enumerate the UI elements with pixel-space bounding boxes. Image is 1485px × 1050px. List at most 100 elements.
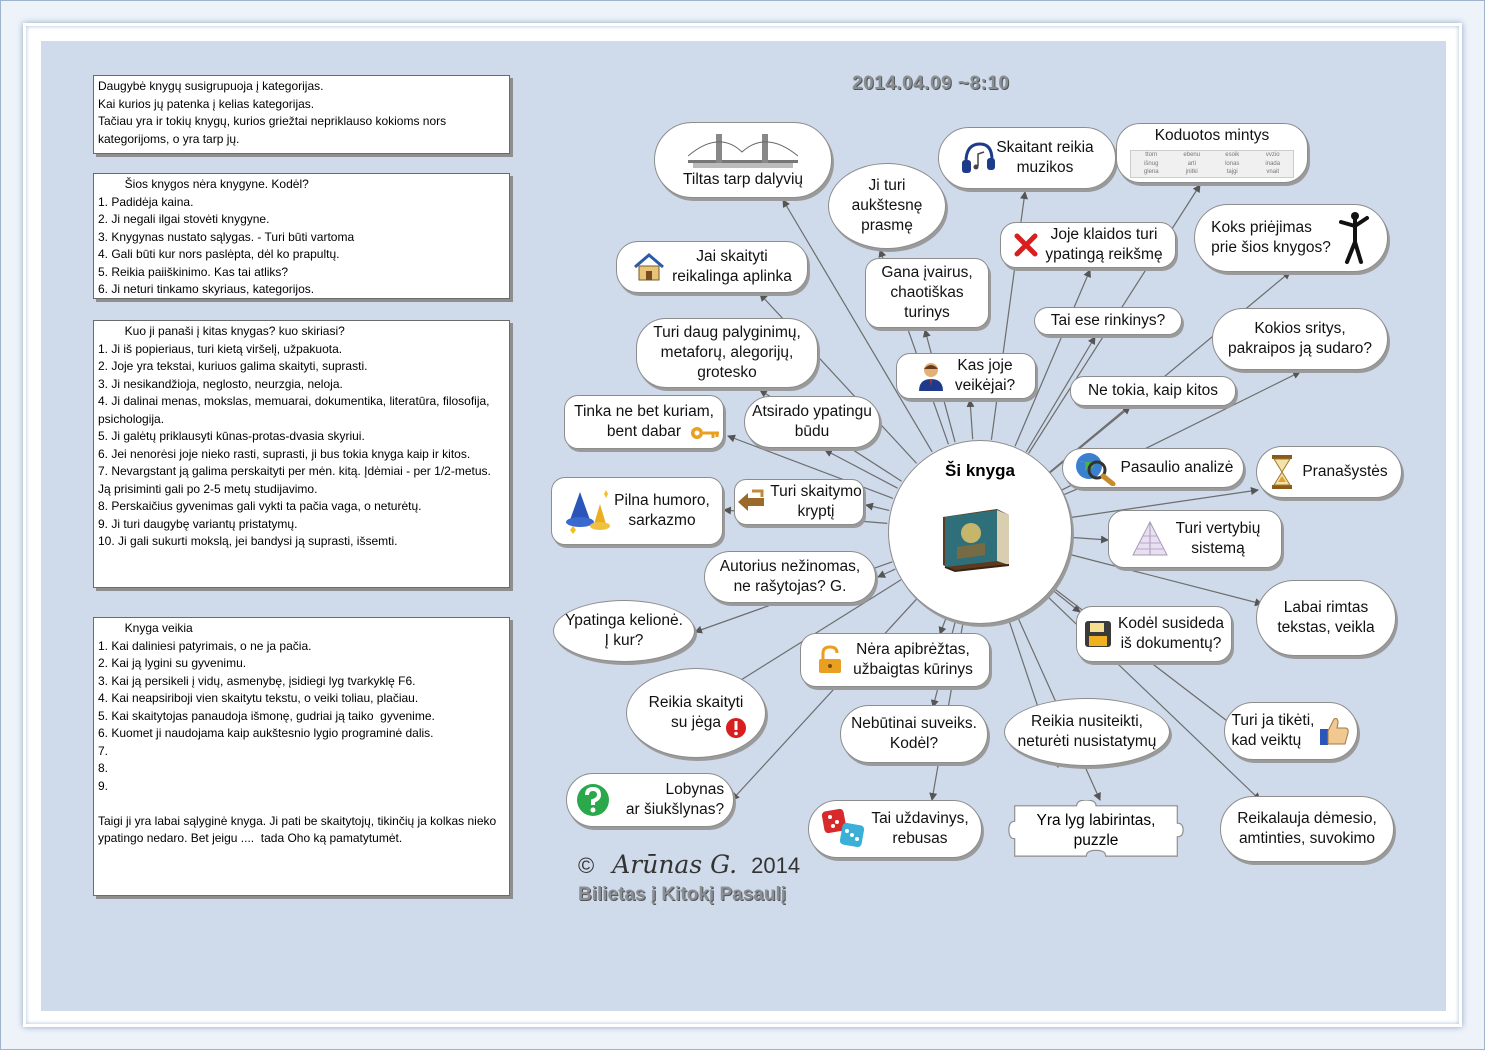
node-be-disposed[interactable]: Reikia nusiteikti, neturėti nusistatymų [1004,698,1170,766]
central-topic-title: Ši knyga [945,461,1015,480]
node-fields[interactable]: Kokios sritys, pakraipos ją sudaro? [1212,308,1388,370]
wizard-icon [566,490,611,534]
connector-line [782,199,933,453]
node-documents[interactable]: Kodėl susideda iš dokumentų? [1076,606,1232,662]
node-world-analysis[interactable]: Pasaulio analizė [1062,448,1244,488]
node-approach-label: Koks priėjimas prie šios knygos? [1211,219,1331,256]
node-not-like-others[interactable]: Ne tokia, kaip kitos [1070,376,1236,406]
code-word: vvzio [1265,152,1280,158]
hourglass-icon [1272,455,1293,489]
key-icon [691,427,719,439]
node-humor[interactable]: Pilna humoro, sarkazmo [551,477,723,545]
code-word: ebenu [1183,152,1201,158]
node-read-with-force[interactable]: Reikia skaityti su jėga [626,668,766,758]
node-prophecies-label: Pranašystės [1302,463,1388,480]
connector-line [824,449,898,489]
node-errors-label: Joje klaidos turi ypatingą reikšmę [1045,226,1163,263]
node-believe-label: Turi ja tikėti, kad veiktų [1231,712,1315,749]
node-not-for-everyone[interactable]: Tinka ne bet kuriam, bent dabar [564,395,724,449]
node-metaphors[interactable]: Turi daug palyginimų, metaforų, alegorij… [636,318,818,388]
node-higher-meaning-label: Ji turi aukštesnę prasmę [851,177,923,234]
connector-line [1067,553,1263,607]
code-word: inada [1265,160,1281,167]
code-word: ttorn [1145,152,1158,158]
copyright-year: 2014 [751,853,801,878]
node-characters[interactable]: Kas joje veikėjai? [896,353,1036,399]
subtitle: Bilietas į Kitokį Pasaulį [578,884,787,905]
node-labyrinth-label: Yra lyg labirintas, puzzle [1036,812,1156,849]
connector-line [731,598,918,801]
question-icon [576,784,609,816]
code-word: arti [1187,160,1196,167]
node-not-like-others-label: Ne tokia, kaip kitos [1087,382,1219,399]
node-essays[interactable]: Tai ese rinkinys? [1034,307,1182,335]
node-world-analysis-label: Pasaulio analizė [1120,459,1234,476]
node-coded-thoughts-label: Koduotos mintys [1154,127,1270,144]
node-environment-label: Jai skaityti reikalinga aplinka [672,248,792,285]
node-fields-label: Kokios sritys, pakraipos ją sudaro? [1228,320,1372,357]
node-believe[interactable]: Turi ja tikėti, kad veiktų [1224,702,1358,760]
dancer-icon [1338,212,1369,264]
date-stamp: 2014.04.09 ~8:10 [852,73,1010,94]
node-special-origin-label: Atsirado ypatingu būdu [752,403,872,440]
node-special-journey-label: Ypatinga kelionė. Į kur? [565,612,683,649]
copyright-symbol: © [578,853,595,878]
node-puzzle-task[interactable]: Tai uždavinys, rebusas [808,800,982,858]
node-labyrinth[interactable]: Yra lyg labirintas, puzzle [1006,800,1186,862]
node-varied-content[interactable]: Gana įvairus, chaotiškas turinys [865,258,989,328]
arrows-icon [738,489,765,511]
node-reading-direction[interactable]: Turi skaitymo kryptį [734,479,864,525]
connector-line [877,568,896,578]
node-characters-label: Kas joje veikėjai? [954,357,1016,394]
node-author-unknown[interactable]: Autorius nežinomas, ne rašytojas? G. [704,551,876,603]
node-special-journey[interactable]: Ypatinga kelionė. Į kur? [553,600,695,662]
code-word: esoik [1225,152,1240,158]
node-higher-meaning[interactable]: Ji turi aukštesnę prasmę [828,163,946,249]
author-signature: Arūnas G. [612,850,738,879]
connector-line [1049,271,1291,473]
node-bridge[interactable]: Tiltas tarp dalyvių [654,122,832,198]
node-treasure[interactable]: Lobynas ar šiukšlynas? [566,773,734,827]
node-errors[interactable]: Joje klaidos turi ypatingą reikšmę [1000,222,1176,268]
connector-line [1070,535,1109,544]
node-attention-label: Reikalauja dėmesio, amtinties, suvokimo [1237,810,1377,847]
node-labyrinth-wrap: Yra lyg labirintas, puzzle [1006,800,1186,862]
node-value-system[interactable]: Turi vertybių sistemą [1108,510,1282,568]
node-read-with-force-label: Reikia skaityti su jėga [648,694,744,731]
node-not-defined-label: Nėra apibrėžtas, užbaigtas kūrinys [853,641,973,678]
book-icon [943,509,1010,573]
node-reading-direction-label: Turi skaitymo kryptį [770,483,862,520]
node-prophecies[interactable]: Pranašystės [1256,446,1402,498]
node-treasure-label: Lobynas ar šiukšlynas? [625,781,725,818]
lock-icon [819,645,842,673]
floppy-icon [1085,621,1111,647]
node-humor-label: Pilna humoro, sarkazmo [614,492,710,529]
connector-line [966,399,975,440]
node-not-defined[interactable]: Nėra apibrėžtas, užbaigtas kūrinys [800,633,990,687]
node-approach[interactable]: Koks priėjimas prie šios knygos? [1194,204,1388,272]
note-categories: Daugybė knygų susigrupuoja į kategorijas… [93,75,510,154]
node-attention[interactable]: Reikalauja dėmesio, amtinties, suvokimo [1220,796,1394,862]
note-book-works-text: Knyga veikia 1. Kai daliniesi patyrimais… [98,621,497,845]
pyramid-icon [1131,520,1168,556]
connector-line [1025,336,1096,453]
node-may-not-work[interactable]: Nebūtinai suveiks. Kodėl? [840,705,988,763]
bridge-icon [688,134,798,168]
node-may-not-work-label: Nebūtinai suveiks. Kodėl? [851,715,977,752]
node-environment[interactable]: Jai skaityti reikalinga aplinka [616,241,808,293]
globe-search-icon [1075,453,1116,486]
node-serious-text[interactable]: Labai rimtas tekstas, veikla [1256,580,1396,656]
headphones-icon [962,142,996,173]
node-metaphors-label: Turi daug palyginimų, metaforų, alegorij… [653,324,801,381]
node-special-origin[interactable]: Atsirado ypatingu būdu [744,396,880,448]
copyright-line: © Arūnas G. 2014 [578,850,800,879]
node-documents-label: Kodėl susideda iš dokumentų? [1118,615,1224,652]
node-music[interactable]: Skaitant reikia muzikos [938,127,1116,189]
person-icon [918,363,943,391]
central-topic[interactable]: Ši knyga [888,440,1072,624]
house-icon [634,253,665,281]
node-varied-content-label: Gana įvairus, chaotiškas turinys [881,264,973,321]
node-be-disposed-label: Reikia nusiteikti, neturėti nusistatymų [1017,713,1157,750]
thumbs-up-icon [1320,718,1350,745]
